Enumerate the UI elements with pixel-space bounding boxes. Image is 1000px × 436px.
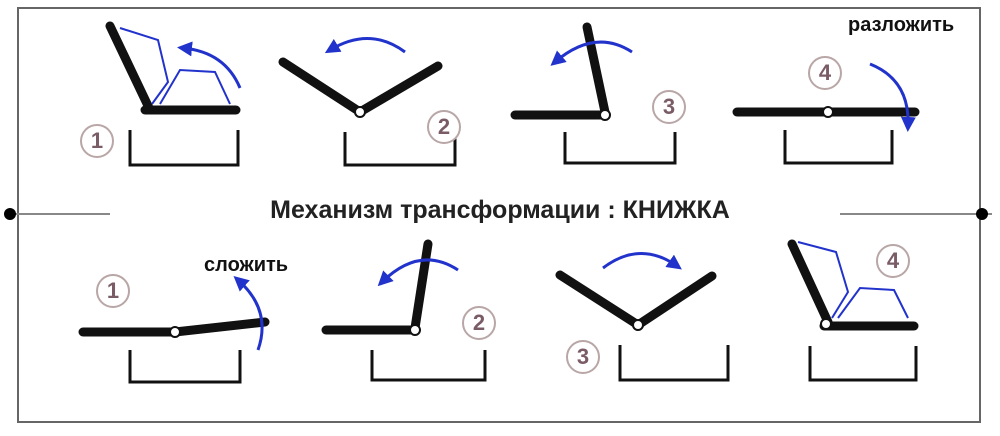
frame-dot-left	[4, 208, 16, 220]
bottom-step-3-badge: 3	[566, 340, 600, 374]
top-step-2-badge: 2	[427, 110, 461, 144]
bottom-step-4-badge: 4	[876, 244, 910, 278]
fold-label: сложить	[204, 254, 289, 276]
top-step-4-badge: 4	[808, 56, 842, 90]
frame-dot-right	[976, 208, 988, 220]
bottom-step-1-illustration	[78, 276, 270, 384]
diagram-title: Механизм трансформации : КНИЖКА	[270, 196, 730, 224]
bottom-step-4-illustration	[787, 239, 919, 382]
top-step-2-illustration	[278, 37, 457, 167]
unfold-label: разложить	[848, 14, 955, 36]
top-step-1-illustration	[105, 21, 242, 167]
bottom-step-2-badge: 2	[462, 306, 496, 340]
top-step-4-illustration	[732, 62, 920, 165]
bottom-step-2-illustration	[321, 239, 487, 382]
bottom-step-1-badge: 1	[96, 274, 130, 308]
top-step-1-badge: 1	[80, 124, 114, 158]
bottom-step-3-illustration	[555, 252, 730, 382]
top-step-3-badge: 3	[652, 90, 686, 124]
top-step-3-illustration	[510, 22, 677, 165]
